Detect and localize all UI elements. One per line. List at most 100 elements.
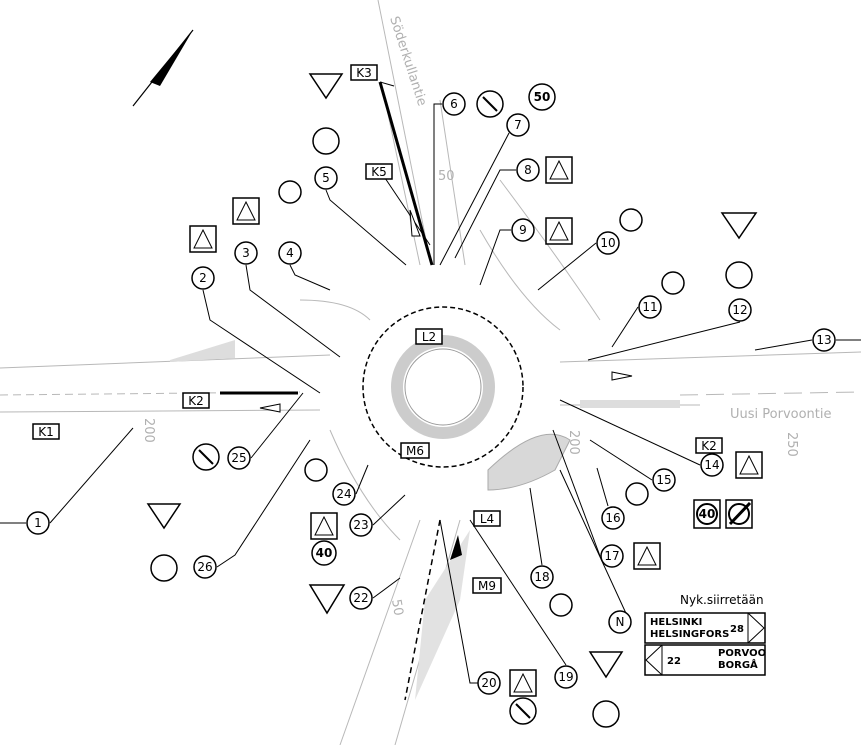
yield-sign-icon [308, 584, 346, 615]
callout-24: 24 [332, 482, 356, 506]
svg-text:50: 50 [534, 90, 551, 104]
svg-text:40: 40 [316, 546, 333, 560]
label-m6: M6 [400, 442, 430, 459]
speed-limit-sign-icon: 40 [311, 540, 337, 566]
svg-text:19: 19 [558, 670, 573, 684]
svg-text:HELSINKI: HELSINKI [650, 617, 702, 628]
speed-limit-zone-sign-icon: 40 [693, 499, 721, 529]
svg-text:BORGÅ: BORGÅ [718, 658, 758, 671]
roundabout-sign-icon [312, 127, 340, 155]
callout-11: 11 [638, 295, 662, 319]
station-east-200: 200 [566, 430, 581, 455]
svg-text:22: 22 [667, 656, 681, 667]
pedestrian-crossing-sign-icon [545, 156, 573, 184]
callout-13: 13 [812, 328, 836, 352]
label-l4: L4 [473, 510, 501, 527]
svg-text:M9: M9 [478, 579, 496, 593]
svg-text:9: 9 [519, 223, 527, 237]
svg-text:K3: K3 [356, 66, 372, 80]
callouts: 1 2 3 4 5 6 7 8 9 10 11 12 13 14 15 16 1… [26, 92, 836, 695]
callout-9: 9 [511, 218, 535, 242]
station-north: 50 [438, 169, 455, 184]
direction-board: Nyk.siirretään HELSINKI HELSINGFORS 28 2… [644, 593, 766, 676]
traffic-signs: 50 40 40 [146, 73, 763, 728]
svg-text:23: 23 [353, 518, 368, 532]
station-south: 50 [388, 598, 406, 617]
callout-16: 16 [601, 506, 625, 530]
pedestrian-crossing-sign-icon [310, 512, 338, 540]
yield-sign-icon [308, 73, 344, 100]
svg-text:40: 40 [699, 507, 716, 521]
svg-text:M6: M6 [406, 444, 424, 458]
svg-text:L4: L4 [480, 512, 494, 526]
callout-1: 1 [26, 511, 50, 535]
svg-text:K2: K2 [701, 439, 717, 453]
svg-text:13: 13 [816, 333, 831, 347]
callout-5: 5 [314, 166, 338, 190]
callout-6: 6 [442, 92, 466, 116]
cyclist-pedestrian-sign-icon [549, 593, 573, 617]
cyclist-pedestrian-sign-icon [304, 458, 328, 482]
label-k1: K1 [32, 423, 60, 440]
road-name-east: Uusi Porvoontie [730, 407, 832, 422]
roundabout-sign-icon [150, 554, 178, 582]
callout-12: 12 [728, 298, 752, 322]
arrow-marking-icon [611, 371, 633, 381]
callout-3: 3 [234, 241, 258, 265]
callout-N: N [608, 610, 632, 634]
svg-text:K5: K5 [371, 165, 387, 179]
svg-text:25: 25 [231, 451, 246, 465]
svg-text:7: 7 [514, 118, 522, 132]
callout-19: 19 [554, 665, 578, 689]
svg-text:1: 1 [34, 516, 42, 530]
callout-18: 18 [530, 565, 554, 589]
cyclist-pedestrian-sign-icon [661, 271, 685, 295]
leader-lines [0, 81, 861, 684]
callout-7: 7 [506, 113, 530, 137]
callout-20: 20 [477, 671, 501, 695]
pedestrian-crossing-sign-icon [735, 451, 763, 479]
callout-25: 25 [227, 446, 251, 470]
yield-sign-icon [588, 651, 624, 679]
roundabout [362, 306, 524, 468]
pedestrian-crossing-sign-icon [232, 197, 260, 225]
svg-text:24: 24 [336, 487, 351, 501]
svg-text:8: 8 [524, 163, 532, 177]
callout-26: 26 [193, 555, 217, 579]
callout-22: 22 [349, 586, 373, 610]
callout-17: 17 [600, 544, 624, 568]
label-k2-west: K2 [182, 392, 210, 409]
svg-text:2: 2 [199, 271, 207, 285]
svg-text:16: 16 [605, 511, 620, 525]
arrow-marking-icon [450, 535, 462, 560]
pedestrian-crossing-sign-icon [189, 225, 217, 253]
label-k3: K3 [350, 64, 378, 81]
mandatory-direction-sign-icon [476, 90, 504, 118]
pedestrian-crossing-sign-icon [545, 217, 573, 245]
label-k2-east: K2 [695, 437, 723, 454]
callout-8: 8 [516, 158, 540, 182]
road-name-north: Söderkullantie [386, 15, 429, 108]
svg-text:26: 26 [197, 560, 212, 574]
cyclist-pedestrian-sign-icon [625, 482, 649, 506]
svg-text:11: 11 [642, 300, 657, 314]
svg-text:L2: L2 [422, 330, 436, 344]
svg-text:HELSINGFORS: HELSINGFORS [650, 629, 729, 640]
svg-text:12: 12 [732, 303, 747, 317]
cyclist-pedestrian-sign-icon [278, 180, 302, 204]
roundabout-sign-icon [725, 261, 753, 289]
label-l2: L2 [415, 328, 443, 345]
pedestrian-crossing-sign-icon [633, 542, 661, 570]
cyclist-pedestrian-sign-icon [619, 208, 643, 232]
svg-text:3: 3 [242, 246, 250, 260]
svg-text:17: 17 [604, 549, 619, 563]
svg-text:10: 10 [600, 236, 615, 250]
yield-sign-icon [146, 503, 182, 530]
svg-text:15: 15 [656, 473, 671, 487]
svg-text:18: 18 [534, 570, 549, 584]
svg-text:4: 4 [286, 246, 294, 260]
speed-limit-sign-icon: 50 [528, 83, 556, 111]
svg-text:PORVOO: PORVOO [718, 648, 766, 659]
